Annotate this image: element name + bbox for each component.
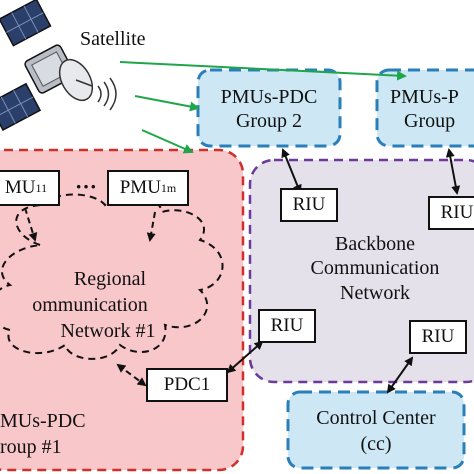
pmus-pdc-group-3: [375, 68, 474, 148]
pmu-ellipsis: ···: [75, 174, 98, 199]
satellite-link-group3: [119, 61, 407, 81]
group-2-label: PMUs-PDC Group 2: [198, 85, 340, 133]
group-2-line1: PMUs-PDC: [220, 86, 318, 108]
pmu11-to-cloud-arrow: [24, 207, 38, 242]
group-1-line1: MUs-PDC: [0, 410, 86, 432]
pdc1-riu-arrow: [226, 340, 264, 374]
riu-box-top-center: RIU: [280, 188, 338, 222]
regional-network-cloud: [0, 193, 224, 360]
backbone-line2: Communication: [310, 257, 440, 280]
satellite-link-group2: [134, 95, 200, 112]
group-3-line2: Group: [404, 110, 456, 132]
cloud-pdc1-arrow: [116, 363, 147, 387]
riu-box-mid-left: RIU: [258, 309, 316, 343]
pdc1-box: PDC1: [146, 368, 228, 402]
regional-line1: Regional: [73, 268, 147, 290]
pmu-11-subscript: 11: [35, 180, 48, 195]
regional-line3: Network #1: [60, 320, 156, 342]
group-1-label: MUs-PDC roup #1: [0, 408, 86, 460]
pmu1m-to-cloud-arrow: [146, 211, 156, 242]
riu-control-center-arrow: [386, 356, 414, 394]
control-center-line2: (cc): [360, 433, 392, 455]
riu-box-top-right: RIU: [428, 196, 474, 230]
satellite-link-group1: [141, 129, 194, 154]
group-3-line1: PMUs-P: [390, 86, 459, 108]
group-2-line2: Group 2: [235, 110, 303, 132]
group2-riu-arrow: [281, 148, 302, 194]
control-center-box: [286, 390, 466, 470]
regional-network-label: Regional ommunication Network #1: [0, 266, 190, 344]
pmu-1m-text: PMU: [119, 177, 161, 198]
group-3-label: PMUs-P Group: [390, 85, 459, 133]
control-center-line1: Control Center: [316, 407, 436, 429]
backbone-network-label: Backbone Communication Network: [295, 232, 455, 305]
group3-riu-arrow: [445, 148, 461, 195]
satellite-icon: [0, 0, 117, 131]
riu-box-mid-right: RIU: [409, 320, 467, 354]
pmu-11-text: MU: [4, 177, 36, 198]
backbone-line3: Network: [340, 281, 410, 304]
regional-line2: ommunication: [32, 294, 148, 316]
pmu-1m-subscript: 1m: [160, 180, 177, 195]
control-center-label: Control Center (cc): [288, 405, 464, 457]
group-1-line2: roup #1: [0, 436, 62, 458]
backbone-line1: Backbone: [335, 233, 415, 255]
satellite-label: Satellite: [80, 28, 146, 50]
